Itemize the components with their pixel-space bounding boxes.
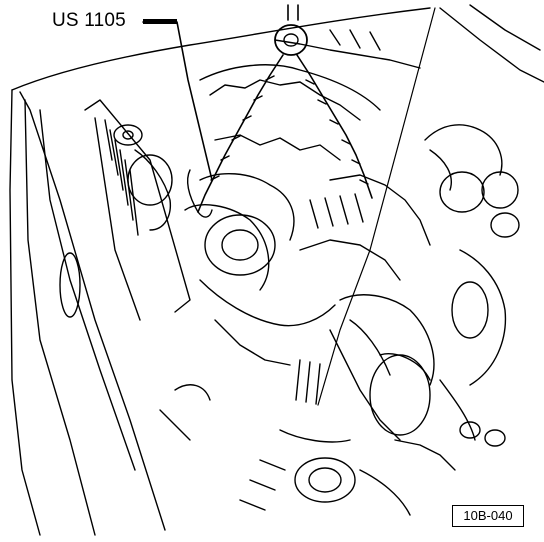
figure-reference: 10B-040 <box>452 505 524 527</box>
engine-block <box>159 29 520 516</box>
body-panel <box>9 4 544 536</box>
lifting-hook <box>274 4 308 56</box>
tool-label: US 1105 <box>52 10 126 31</box>
radiator <box>59 99 191 321</box>
tool-leader-line <box>142 21 213 181</box>
tool-leader-marker <box>143 19 177 24</box>
lifting-chain <box>186 54 373 218</box>
